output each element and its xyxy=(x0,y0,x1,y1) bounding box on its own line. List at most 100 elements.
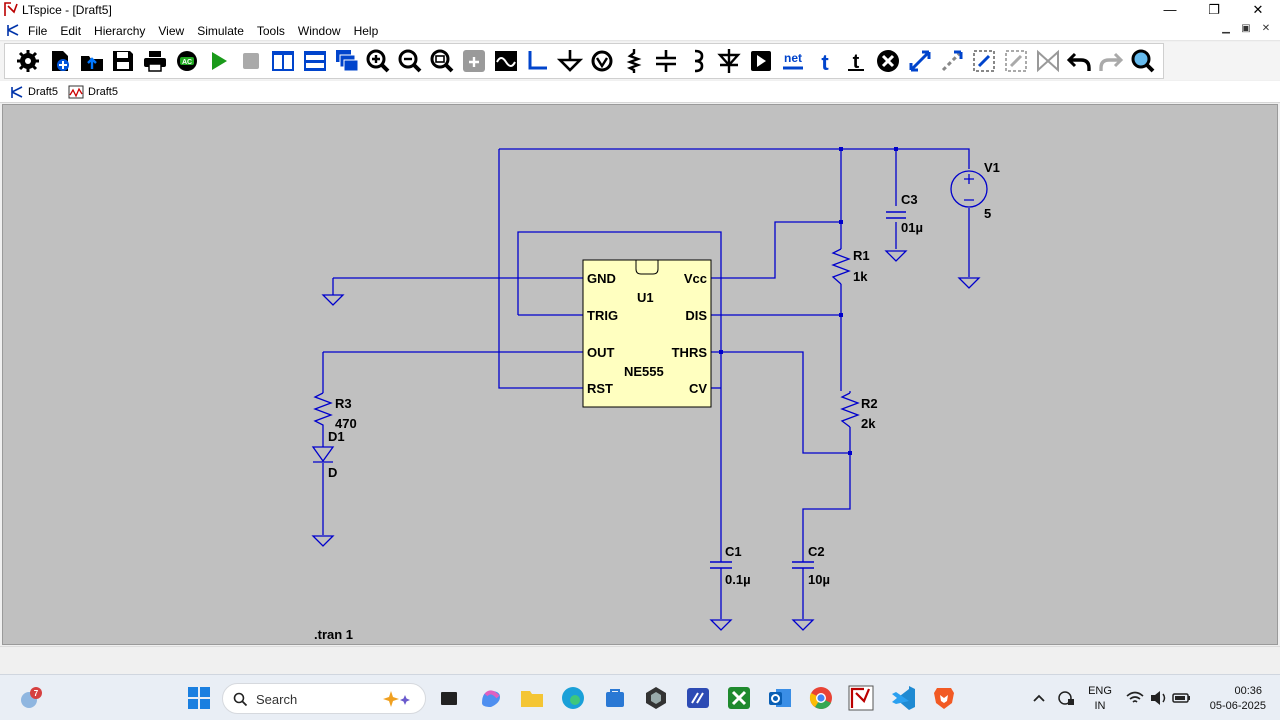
menu-file[interactable]: File xyxy=(28,24,48,38)
clock-time[interactable]: 00:36 xyxy=(1234,685,1262,697)
schematic-doc-icon[interactable] xyxy=(6,23,20,37)
v1-value[interactable]: 5 xyxy=(984,206,991,221)
redo-icon[interactable] xyxy=(1098,48,1124,74)
undo-icon[interactable] xyxy=(1066,48,1092,74)
tab-waveform[interactable]: Draft5 xyxy=(68,83,118,101)
resistor-symbols[interactable] xyxy=(313,248,860,431)
r2-name[interactable]: R2 xyxy=(861,396,878,411)
wires[interactable] xyxy=(322,148,970,619)
c3-name[interactable]: C3 xyxy=(901,192,918,207)
label-icon[interactable] xyxy=(589,48,615,74)
battery-icon[interactable] xyxy=(1166,683,1196,713)
tray-overflow-icon[interactable] xyxy=(1024,683,1054,713)
ne555-ic[interactable]: GND TRIG OUT RST Vcc DIS THRS CV U1 NE55… xyxy=(582,259,712,408)
spice-directive-icon[interactable]: t xyxy=(843,48,869,74)
windows-start-icon[interactable] xyxy=(184,683,214,713)
open-icon[interactable] xyxy=(79,48,105,74)
drag-icon[interactable] xyxy=(939,48,965,74)
ground-icon[interactable] xyxy=(557,48,583,74)
c1-name[interactable]: C1 xyxy=(725,544,742,559)
print-icon[interactable] xyxy=(142,48,168,74)
menu-edit[interactable]: Edit xyxy=(60,24,82,38)
taskbar-search[interactable]: Search xyxy=(222,683,426,714)
d1-name[interactable]: D1 xyxy=(328,429,345,444)
save-icon[interactable] xyxy=(110,48,136,74)
r1-name[interactable]: R1 xyxy=(853,248,870,263)
halt-icon[interactable] xyxy=(238,48,264,74)
inductor-icon[interactable] xyxy=(684,48,710,74)
v1-name[interactable]: V1 xyxy=(984,160,1000,175)
run-icon[interactable] xyxy=(206,48,232,74)
stretch-icon[interactable] xyxy=(1035,48,1061,74)
dev-app-icon[interactable] xyxy=(641,683,671,713)
zoom-out-icon[interactable] xyxy=(397,48,423,74)
r3-name[interactable]: R3 xyxy=(335,396,352,411)
tile-vertical-icon[interactable] xyxy=(270,48,296,74)
ground-symbols[interactable] xyxy=(311,250,981,631)
c2-name[interactable]: C2 xyxy=(808,544,825,559)
zoom-disabled-icon[interactable] xyxy=(461,48,487,74)
menu-help[interactable]: Help xyxy=(353,24,379,38)
weather-icon[interactable]: 7 xyxy=(16,683,46,713)
brave-icon[interactable] xyxy=(929,683,959,713)
edge-icon[interactable] xyxy=(558,683,588,713)
wifi-icon[interactable] xyxy=(1120,683,1150,713)
diode-icon[interactable] xyxy=(716,48,742,74)
mdi-restore-button[interactable]: ▣ xyxy=(1241,23,1251,34)
outlook-icon[interactable] xyxy=(765,683,795,713)
component-icon[interactable] xyxy=(748,48,774,74)
c2-value[interactable]: 10µ xyxy=(808,572,830,587)
c3-value[interactable]: 01µ xyxy=(901,220,923,235)
menu-window[interactable]: Window xyxy=(297,24,341,38)
r2-value[interactable]: 2k xyxy=(861,416,876,431)
ltspice-icon[interactable] xyxy=(846,683,876,713)
rotate-icon[interactable] xyxy=(1003,48,1029,74)
cascade-icon[interactable] xyxy=(334,48,360,74)
vs-app-icon[interactable] xyxy=(683,683,713,713)
close-button[interactable]: ✕ xyxy=(1252,2,1264,17)
waveform-icon[interactable] xyxy=(493,48,519,74)
move-icon[interactable] xyxy=(907,48,933,74)
delete-icon[interactable] xyxy=(875,48,901,74)
schematic-canvas[interactable]: GND TRIG OUT RST Vcc DIS THRS CV U1 NE55… xyxy=(2,104,1278,645)
store-icon[interactable] xyxy=(600,683,630,713)
autorange-icon[interactable]: AC xyxy=(174,48,200,74)
gear-icon[interactable] xyxy=(15,48,41,74)
tab-schematic[interactable]: Draft5 xyxy=(10,83,58,101)
file-explorer-icon[interactable] xyxy=(517,683,547,713)
new-schematic-icon[interactable] xyxy=(47,48,73,74)
zoom-fit-icon[interactable] xyxy=(429,48,455,74)
capacitor-symbols[interactable] xyxy=(710,211,906,569)
volume-icon[interactable] xyxy=(1143,683,1173,713)
zoom-in-icon[interactable] xyxy=(365,48,391,74)
net-icon[interactable]: net xyxy=(780,48,806,74)
language-indicator[interactable]: ENG xyxy=(1088,685,1112,697)
voltage-source-v1[interactable] xyxy=(950,170,988,208)
wire-icon[interactable] xyxy=(525,48,551,74)
clock-date[interactable]: 05-06-2025 xyxy=(1209,700,1266,712)
chrome-icon[interactable] xyxy=(806,683,836,713)
minimize-button[interactable]: — xyxy=(1163,2,1177,17)
find-icon[interactable] xyxy=(1130,48,1156,74)
mirror-icon[interactable] xyxy=(971,48,997,74)
menu-hierarchy[interactable]: Hierarchy xyxy=(94,24,146,38)
d1-value[interactable]: D xyxy=(328,465,337,480)
mdi-close-button[interactable]: ✕ xyxy=(1261,23,1271,34)
mdi-minimize-button[interactable]: ▁ xyxy=(1222,23,1230,34)
tile-horizontal-icon[interactable] xyxy=(302,48,328,74)
menu-tools[interactable]: Tools xyxy=(256,24,285,38)
text-icon[interactable]: t xyxy=(812,48,838,74)
capacitor-icon[interactable] xyxy=(653,48,679,74)
c1-value[interactable]: 0.1µ xyxy=(725,572,751,587)
spice-directive[interactable]: .tran 1 xyxy=(314,627,353,642)
menu-view[interactable]: View xyxy=(158,24,185,38)
diode-d1-symbol[interactable] xyxy=(311,446,335,463)
xbox-icon[interactable] xyxy=(724,683,754,713)
restore-button[interactable]: ❐ xyxy=(1208,2,1220,17)
r3-value[interactable]: 470 xyxy=(335,416,357,431)
region-indicator[interactable]: IN xyxy=(1094,700,1106,712)
task-view-icon[interactable] xyxy=(434,683,464,713)
resistor-icon[interactable] xyxy=(621,48,647,74)
schematic-drawing[interactable]: GND TRIG OUT RST Vcc DIS THRS CV U1 NE55… xyxy=(3,105,1277,644)
network-globe-icon[interactable] xyxy=(1051,683,1081,713)
